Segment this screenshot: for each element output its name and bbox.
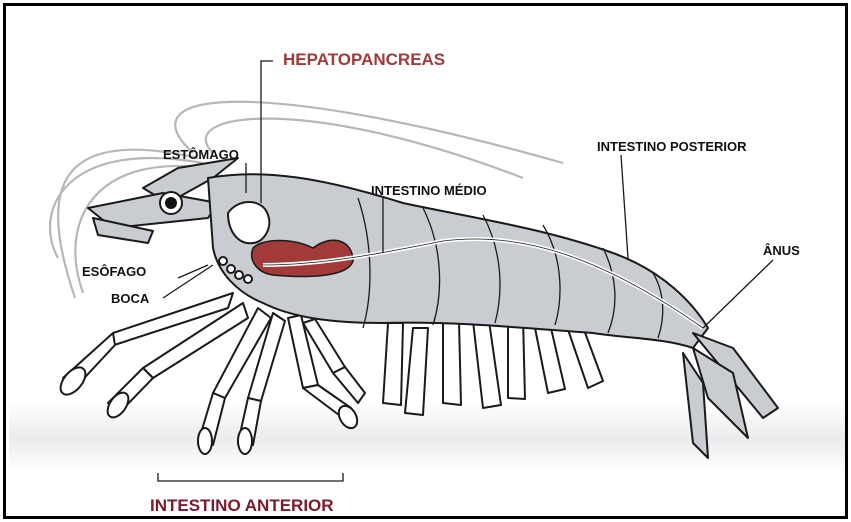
label-esofago: ESÔFAGO [82,264,146,279]
diagram-frame: HEPATOPANCREAS ESTÔMAGO ESÔFAGO BOCA INT… [3,3,848,519]
label-anus: ÂNUS [763,243,800,258]
shrimp-anatomy-diagram: HEPATOPANCREAS ESTÔMAGO ESÔFAGO BOCA INT… [6,6,848,519]
label-boca: BOCA [111,291,150,306]
label-intestino-posterior: INTESTINO POSTERIOR [597,139,747,154]
label-intestino-medio: INTESTINO MÉDIO [371,183,487,198]
label-hepatopancreas: HEPATOPANCREAS [283,50,445,69]
label-estomago: ESTÔMAGO [163,147,239,162]
label-intestino-anterior: INTESTINO ANTERIOR [150,496,334,515]
